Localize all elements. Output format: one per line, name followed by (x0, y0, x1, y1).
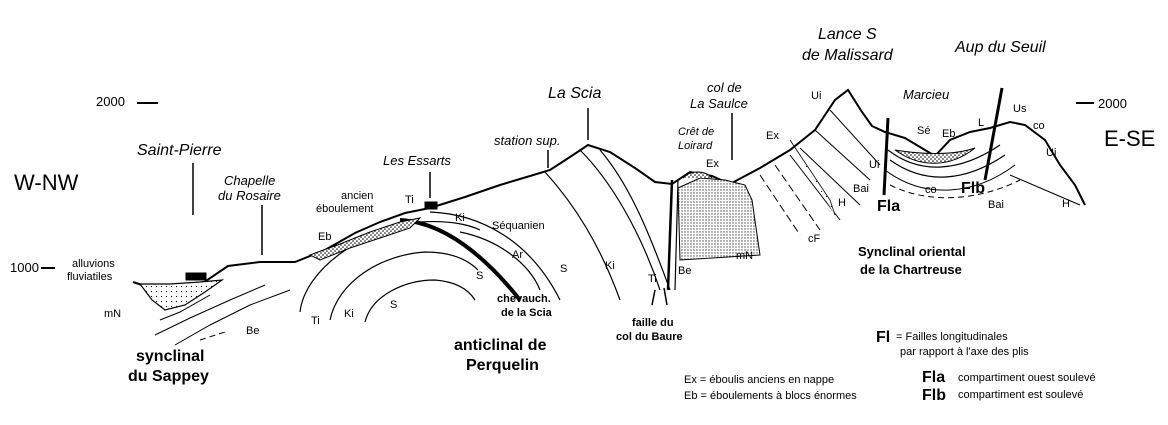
stratum-Bai-left: Bai (853, 183, 869, 195)
stratum-H-mid: H (838, 197, 846, 209)
stratum-cF: cF (808, 233, 821, 245)
legend-eb: Eb = éboulements à blocs énormes (684, 390, 857, 402)
stratum-Eb-left: Eb (318, 231, 331, 243)
stratum-Ui-mid: Ui (869, 159, 879, 171)
legend-fl-text2: par rapport à l'axe des plis (900, 346, 1029, 358)
fault-label-Flb: Flb (961, 180, 985, 197)
marcieu-label: Marcieu (903, 87, 949, 102)
stratum-Ki-top: Ki (455, 212, 465, 224)
col-saulce-line2: La Saulce (690, 96, 748, 111)
chapelle-line2: du Rosaire (218, 188, 281, 203)
ancien-line2: éboulement (316, 203, 374, 215)
altitude-labels: 2000 1000 2000 (10, 94, 1127, 275)
orientation-east: E-SE (1104, 126, 1155, 151)
station-label: station sup. (494, 133, 561, 148)
stratum-mN-left: mN (104, 308, 121, 320)
fault-label-Fla: Fla (877, 198, 900, 215)
cret-line1: Crêt de (678, 126, 714, 138)
aup-label: Aup du Seuil (954, 39, 1046, 56)
stratum-S-right: S (560, 263, 567, 275)
stratum-Se: Sé (917, 125, 930, 137)
saint-pierre-label: Saint-Pierre (137, 142, 222, 159)
legend-fl-symbol: Fl (876, 329, 890, 346)
stratum-Bai-right: Bai (988, 199, 1004, 211)
sappey-line1: synclinal (136, 348, 204, 365)
stratum-S-mid: S (476, 270, 483, 282)
legend-fla-text: compartiment ouest soulevé (958, 372, 1096, 384)
syncline-core (894, 147, 976, 164)
topographic-profile (132, 88, 1086, 304)
geology-drawing (132, 87, 1086, 346)
essarts-label: Les Essarts (383, 153, 451, 168)
stratum-Us: Us (1013, 103, 1027, 115)
chevauch-line1: chevauch. (497, 293, 551, 305)
chapelle-line1: Chapelle (224, 173, 275, 188)
sappey-line2: du Sappey (128, 368, 209, 385)
stratum-Be-right: Be (678, 265, 691, 277)
baure-fault (666, 179, 674, 291)
chartreuse-line2: de la Chartreuse (860, 262, 962, 277)
faille-line2: col du Baure (616, 331, 683, 343)
chevauch-line2: de la Scia (501, 307, 553, 319)
building-essarts (424, 201, 438, 210)
legend: Fl = Failles longitudinales par rapport … (684, 329, 1096, 404)
stratum-Ui-top: Ui (811, 90, 821, 102)
stratum-S-left: S (390, 299, 397, 311)
feature-labels: alluvions fluviatiles ancien éboulement … (67, 190, 683, 343)
stratum-Ui-right: Ui (1046, 147, 1056, 159)
orientation-west: W-NW (14, 170, 79, 195)
stratum-Ti-right: Ti (648, 273, 657, 285)
building-left (185, 272, 207, 281)
lance-line2: de Malissard (802, 47, 894, 64)
stratum-mN-right: mN (736, 250, 753, 262)
molasse-block (677, 177, 761, 261)
alt-2000-left: 2000 (96, 94, 125, 109)
legend-flb-text: compartiment est soulevé (958, 389, 1083, 401)
stratum-Ex-cret: Ex (706, 158, 719, 170)
stratum-Be-left: Be (246, 325, 259, 337)
stratum-Eb-right: Eb (942, 128, 955, 140)
stratum-L: L (978, 117, 984, 129)
ancient-rockfall (308, 217, 422, 261)
legend-fla-symbol: Fla (922, 369, 945, 386)
stratum-Ar: Ar (512, 249, 523, 261)
strata-labels: mN Be Ti Ki S Eb Ti Ki S Ar S Ki Ti Be E… (104, 90, 1070, 337)
ancien-line1: ancien (341, 190, 373, 202)
sequanien-label: Séquanien (492, 220, 545, 232)
alluvium-basin (138, 279, 225, 311)
faille-line1: faille du (632, 317, 674, 329)
structure-labels: synclinal du Sappey anticlinal de Perque… (128, 244, 966, 385)
legend-ex: Ex = éboulis anciens en nappe (684, 374, 834, 386)
stratum-Ki-left: Ki (344, 308, 354, 320)
scia-label: La Scia (548, 85, 601, 102)
alluvions-line2: fluviatiles (67, 271, 113, 283)
peak-labels: Lance S de Malissard Aup du Seuil La Sci… (137, 26, 1046, 255)
perquelin-line2: Perquelin (466, 357, 539, 374)
stratum-H-right: H (1062, 198, 1070, 210)
fla-fault (882, 117, 890, 196)
cret-line2: Loirard (678, 140, 713, 152)
stratum-Ti-top: Ti (405, 194, 414, 206)
stratum-co-right: co (1033, 120, 1045, 132)
stratum-Ex-slope: Ex (766, 130, 779, 142)
stratum-Ti-left: Ti (311, 315, 320, 327)
legend-fl-text: = Failles longitudinales (896, 331, 1008, 343)
stratum-co-mid: co (925, 184, 937, 196)
col-saulce-line1: col de (707, 80, 742, 95)
alt-1000-left: 1000 (10, 260, 39, 275)
chartreuse-line1: Synclinal oriental (858, 244, 966, 259)
stratum-Ki-right: Ki (605, 260, 615, 272)
lance-line1: Lance S (818, 26, 877, 43)
alluvions-line1: alluvions (72, 258, 115, 270)
flb-fault (983, 87, 1004, 181)
perquelin-line1: anticlinal de (454, 337, 547, 354)
legend-flb-symbol: Flb (922, 387, 946, 404)
alt-2000-right: 2000 (1098, 96, 1127, 111)
